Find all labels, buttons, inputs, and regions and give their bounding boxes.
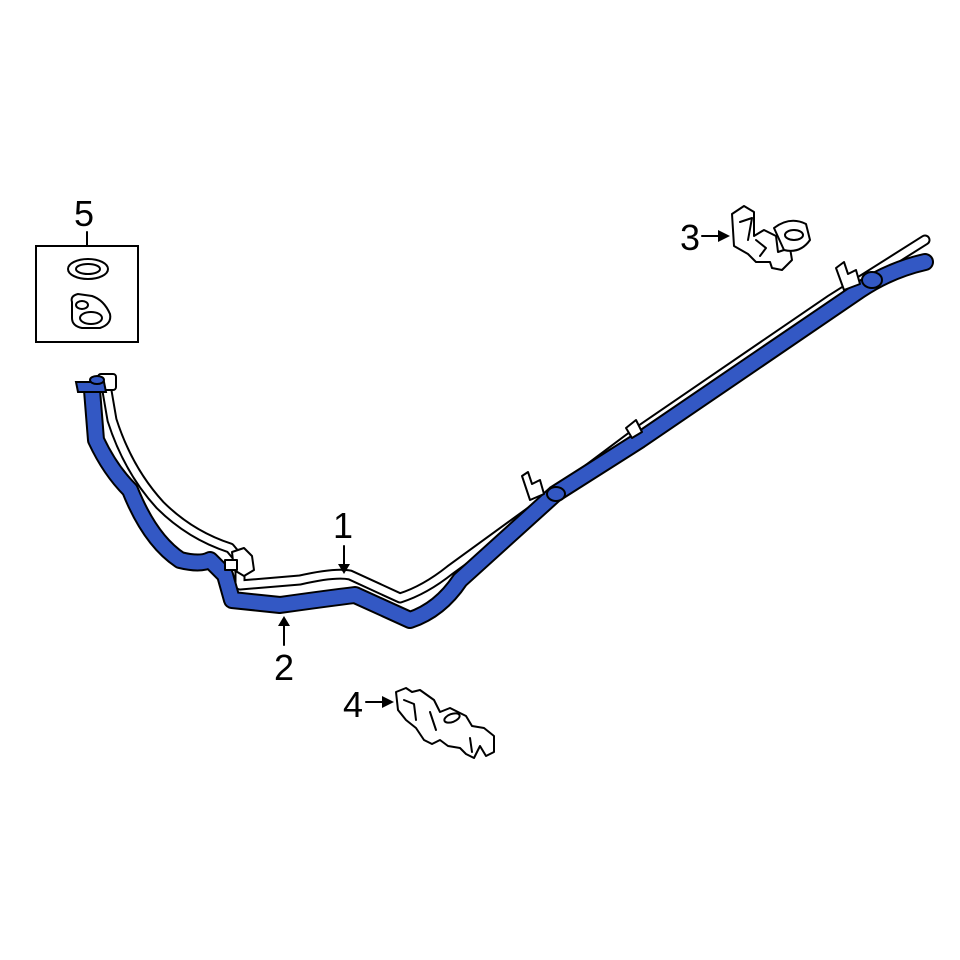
callout-2-arrow-icon [278, 616, 290, 626]
callout-3-arrow-icon [718, 230, 730, 242]
callout-3-number: 3 [680, 217, 700, 258]
tube-clip-mid [521, 471, 566, 502]
callout-3[interactable]: 3 [680, 205, 811, 271]
callout-1[interactable]: 1 [333, 505, 353, 574]
bracket-clip-icon [731, 205, 811, 271]
retainer-clip-icon [395, 687, 495, 759]
o-ring-icon [67, 258, 109, 280]
callout-5-number: 5 [74, 193, 94, 234]
callout-5[interactable]: 5 [35, 193, 139, 343]
gasket-icon [70, 292, 112, 329]
callout-4-number: 4 [343, 684, 363, 725]
tube-bracket-left [224, 547, 255, 577]
tube-seam [625, 419, 643, 439]
tube-clip-right [835, 261, 883, 291]
callout-2[interactable]: 2 [274, 616, 294, 688]
callout-2-number: 2 [274, 647, 294, 688]
callout-1-arrow-icon [338, 564, 350, 574]
tube-2-blue[interactable] [74, 253, 934, 629]
tube-assembly [74, 234, 934, 629]
callout-1-number: 1 [333, 505, 353, 546]
callout-4[interactable]: 4 [343, 684, 495, 759]
callout-4-arrow-icon [382, 696, 394, 708]
